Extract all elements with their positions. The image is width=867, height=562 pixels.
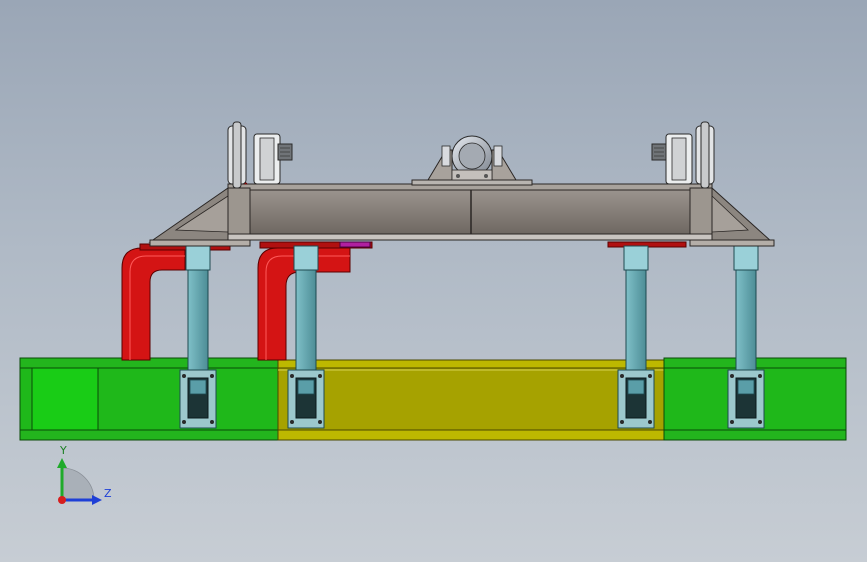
- z-axis-label: Z: [104, 487, 112, 500]
- support-leg-4[interactable]: [727, 245, 765, 429]
- support-legs[interactable]: [179, 245, 765, 429]
- wheel-assembly-right[interactable]: [651, 121, 715, 189]
- drive-motor[interactable]: [411, 135, 533, 186]
- base-rail[interactable]: [19, 357, 847, 441]
- main-beam: [247, 189, 693, 235]
- red-bracket-left[interactable]: [121, 243, 231, 361]
- x-axis-dot: [58, 496, 66, 504]
- coordinate-triad: Y Z: [57, 444, 112, 505]
- y-axis-label: Y: [59, 444, 67, 457]
- support-leg-1[interactable]: [179, 245, 217, 429]
- wheel-assembly-left[interactable]: [227, 121, 293, 189]
- purple-plate: [339, 241, 371, 248]
- rail-segment-middle[interactable]: [277, 359, 665, 441]
- support-leg-2[interactable]: [287, 245, 325, 429]
- red-bracket-right[interactable]: [257, 241, 373, 361]
- support-leg-3[interactable]: [617, 245, 655, 429]
- crossbeam-assembly[interactable]: [148, 175, 775, 247]
- rail-segment-left[interactable]: [19, 357, 279, 441]
